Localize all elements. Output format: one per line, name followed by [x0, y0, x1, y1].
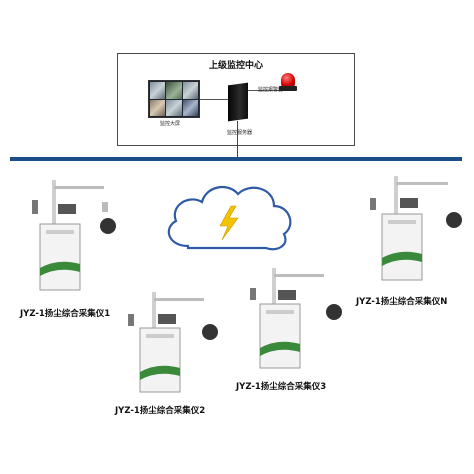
video-wall	[148, 80, 200, 118]
video-wall-screen	[166, 82, 182, 99]
video-wall-label: 监控大屏	[160, 121, 181, 127]
dust-monitor-device	[32, 180, 116, 291]
video-wall-screen	[182, 82, 198, 99]
video-wall-screen	[182, 99, 198, 116]
device-label: JYZ-1扬尘综合采集仪2	[115, 406, 206, 416]
server-label: 监控服务器	[227, 130, 253, 136]
wall-server-link	[200, 99, 228, 100]
network-bus	[10, 157, 462, 161]
dust-monitor-device	[250, 268, 342, 369]
video-wall-screen	[150, 99, 166, 116]
device-label: JYZ-1扬尘综合采集仪3	[236, 382, 327, 392]
server-alarm-link	[248, 90, 281, 91]
video-wall-screen	[166, 99, 182, 116]
alarm-base	[279, 86, 297, 91]
dust-monitor-device	[370, 176, 462, 281]
cloud-icon	[167, 185, 292, 251]
server-bus-link	[237, 121, 238, 157]
server-icon	[228, 82, 248, 122]
alarm-label: 监控报警器	[258, 87, 284, 93]
dust-monitor-device	[128, 292, 218, 393]
device-label: JYZ-1扬尘综合采集仪N	[356, 297, 448, 307]
monitoring-center-title: 上级监控中心	[208, 61, 263, 71]
video-wall-screen	[150, 82, 166, 99]
device-label: JYZ-1扬尘综合采集仪1	[20, 309, 111, 319]
alarm-light-icon	[281, 73, 295, 87]
